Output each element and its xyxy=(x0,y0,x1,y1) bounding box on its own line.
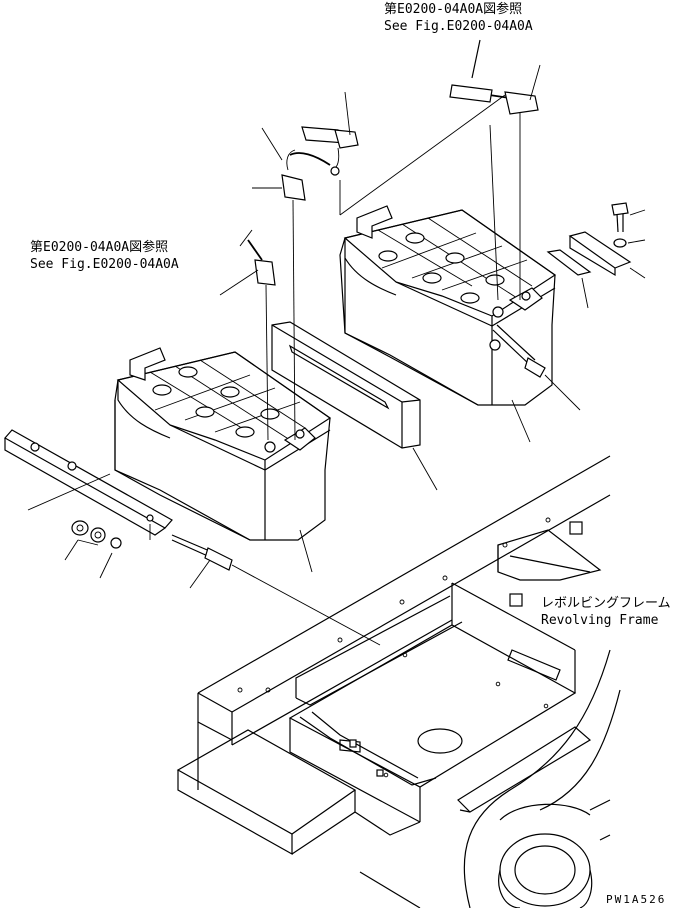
left-reference-jp: 第E0200-04A0A図参照 xyxy=(30,239,168,255)
tie-rod xyxy=(171,534,381,646)
revolving-frame xyxy=(176,455,621,908)
revolving-frame-label-jp: レボルビングフレーム xyxy=(541,596,671,611)
top-cable-connector xyxy=(339,39,541,301)
left-fasteners xyxy=(64,520,122,579)
hold-down-bar xyxy=(4,429,173,540)
top-reference-en: See Fig.E0200-04A0A xyxy=(384,19,533,34)
right-bracket-parts xyxy=(492,202,646,411)
left-cable-connector xyxy=(219,229,276,441)
revolving-frame-label-en: Revolving Frame xyxy=(541,613,659,628)
right-battery xyxy=(339,205,557,443)
spacer-pad xyxy=(271,321,438,491)
left-battery xyxy=(114,347,332,573)
battery-link-cable xyxy=(252,91,359,441)
left-reference-en: See Fig.E0200-04A0A xyxy=(30,257,179,272)
drawing-number: PW1A526 xyxy=(606,893,666,906)
top-reference-jp: 第E0200-04A0A図参照 xyxy=(384,1,522,17)
